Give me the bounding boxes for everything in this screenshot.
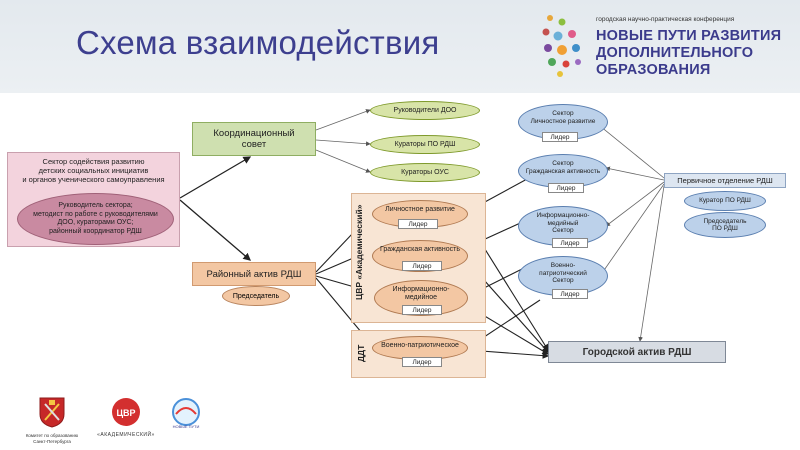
sector-media-line1: Информационно- [536,212,590,219]
sector-head-line4: районный координатор РДШ [49,227,142,235]
sector-leader-tag-1: Лидер [542,132,578,142]
oval-po-curators: Кураторы ПО РДШ [370,135,480,154]
sector-media-line3: Сектор [552,227,574,234]
sector-personal-line1: Сектор [552,110,574,117]
district-chair-oval: Председатель [222,286,290,306]
sector-title-line2: детских социальных инициатив [38,166,149,175]
sector-head-line1: Руководитель сектора; [58,202,133,209]
sector-personal-line2: Личностное развитие [530,117,596,125]
footer-logo-conference: НОВЫЕ ПУТИ [166,396,206,437]
primary-branch-box: Первичное отделение РДШ [664,173,786,188]
direction-media-line2: медийное [404,294,438,301]
sector-civic-oval: Сектор Гражданская активность [518,154,608,188]
sector-patriotic-line1: Военно- [550,262,576,269]
city-active-box: Городской актив РДШ [548,341,726,363]
footer-caption-cvr: «АКАДЕМИЧЕСКИЙ» [97,432,155,438]
oval-doo-leaders: Руководители ДОО [370,101,480,120]
leader-tag-media: Лидер [402,305,442,315]
sector-head-oval: Руководитель сектора; методист по работе… [17,193,174,245]
logo-caption: городская научно-практическая конференци… [596,16,735,23]
logo-title-line3: ОБРАЗОВАНИЯ [596,62,711,78]
primary-curator-label: Куратор ПО РДШ [699,197,751,205]
coordination-council-box: Координационный совет [192,122,316,156]
sector-head-line3: ДОО, кураторами ОУС; [57,219,134,226]
conference-logo: городская научно-практическая конференци… [540,10,790,80]
sector-patriotic-line3: Сектор [552,277,574,284]
sector-head-line2: методист по работе с руководителями [33,210,158,218]
footer-logo-committee: Комитет по образованию Санкт-Петербурга [20,396,84,444]
logo-title-line1: НОВЫЕ ПУТИ РАЗВИТИЯ [596,28,782,44]
cvr-emblem-text: ЦВР [116,408,135,418]
sector-civic-line1: Сектор [552,160,574,167]
leader-tag-patriotic: Лидер [402,357,442,367]
conference-emblem-text: НОВЫЕ ПУТИ [173,424,200,429]
sector-title-line1: Сектор содействия развитию [42,157,145,166]
logo-title-line2: ДОПОЛНИТЕЛЬНОГО [596,45,754,61]
sector-leader-tag-3: Лидер [552,238,588,248]
sector-leader-tag-2: Лидер [548,183,584,193]
page-title: Схема взаимодействия [76,24,440,61]
coordination-council-line2: совет [241,139,267,150]
leader-tag-personal: Лидер [398,219,438,229]
primary-curator-oval: Куратор ПО РДШ [684,191,766,211]
ddt-label: ДДТ [356,344,366,362]
cvr-label: ЦВР «Академический» [354,204,364,300]
sector-title-line3: и органов ученического самоуправления [22,175,165,184]
sector-patriotic-line2: патриотический [539,269,587,277]
sector-support-box: Сектор содействия развитию детских социа… [7,152,180,247]
footer-caption-committee-line2: Санкт-Петербурга [33,438,71,444]
sector-media-line2: медийный [547,219,579,227]
cvr-emblem-icon: ЦВР [112,398,140,426]
spb-coat-of-arms-icon [39,397,65,428]
direction-civic-label: Гражданская активность [379,246,461,253]
primary-chair-line1: Председатель [703,217,747,225]
footer-logo-cvr: ЦВР «АКАДЕМИЧЕСКИЙ» [96,396,156,439]
sector-civic-line2: Гражданская активность [525,167,601,175]
primary-chair-line2: ПО РДШ [712,225,738,232]
oval-ous-curators: Кураторы ОУС [370,163,480,182]
direction-media-line1: Информационно- [392,286,450,293]
direction-personal-label: Личностное развитие [385,206,455,213]
direction-patriotic-label: Военно-патриотическое [381,342,459,349]
sector-leader-tag-4: Лидер [552,289,588,299]
direction-personal-oval: Личностное развитие [372,200,468,228]
sector-support-title: Сектор содействия развитию детских социа… [8,157,179,184]
district-active-box: Районный актив РДШ [192,262,316,286]
coordination-council-line1: Координационный [213,128,295,139]
footer-caption-committee-line1: Комитет по образованию [25,433,79,438]
conference-emblem-icon: НОВЫЕ ПУТИ [172,398,200,429]
logo-dots-icon [542,15,581,77]
leader-tag-civic: Лидер [402,261,442,271]
primary-chair-oval: Председатель ПО РДШ [684,212,766,238]
